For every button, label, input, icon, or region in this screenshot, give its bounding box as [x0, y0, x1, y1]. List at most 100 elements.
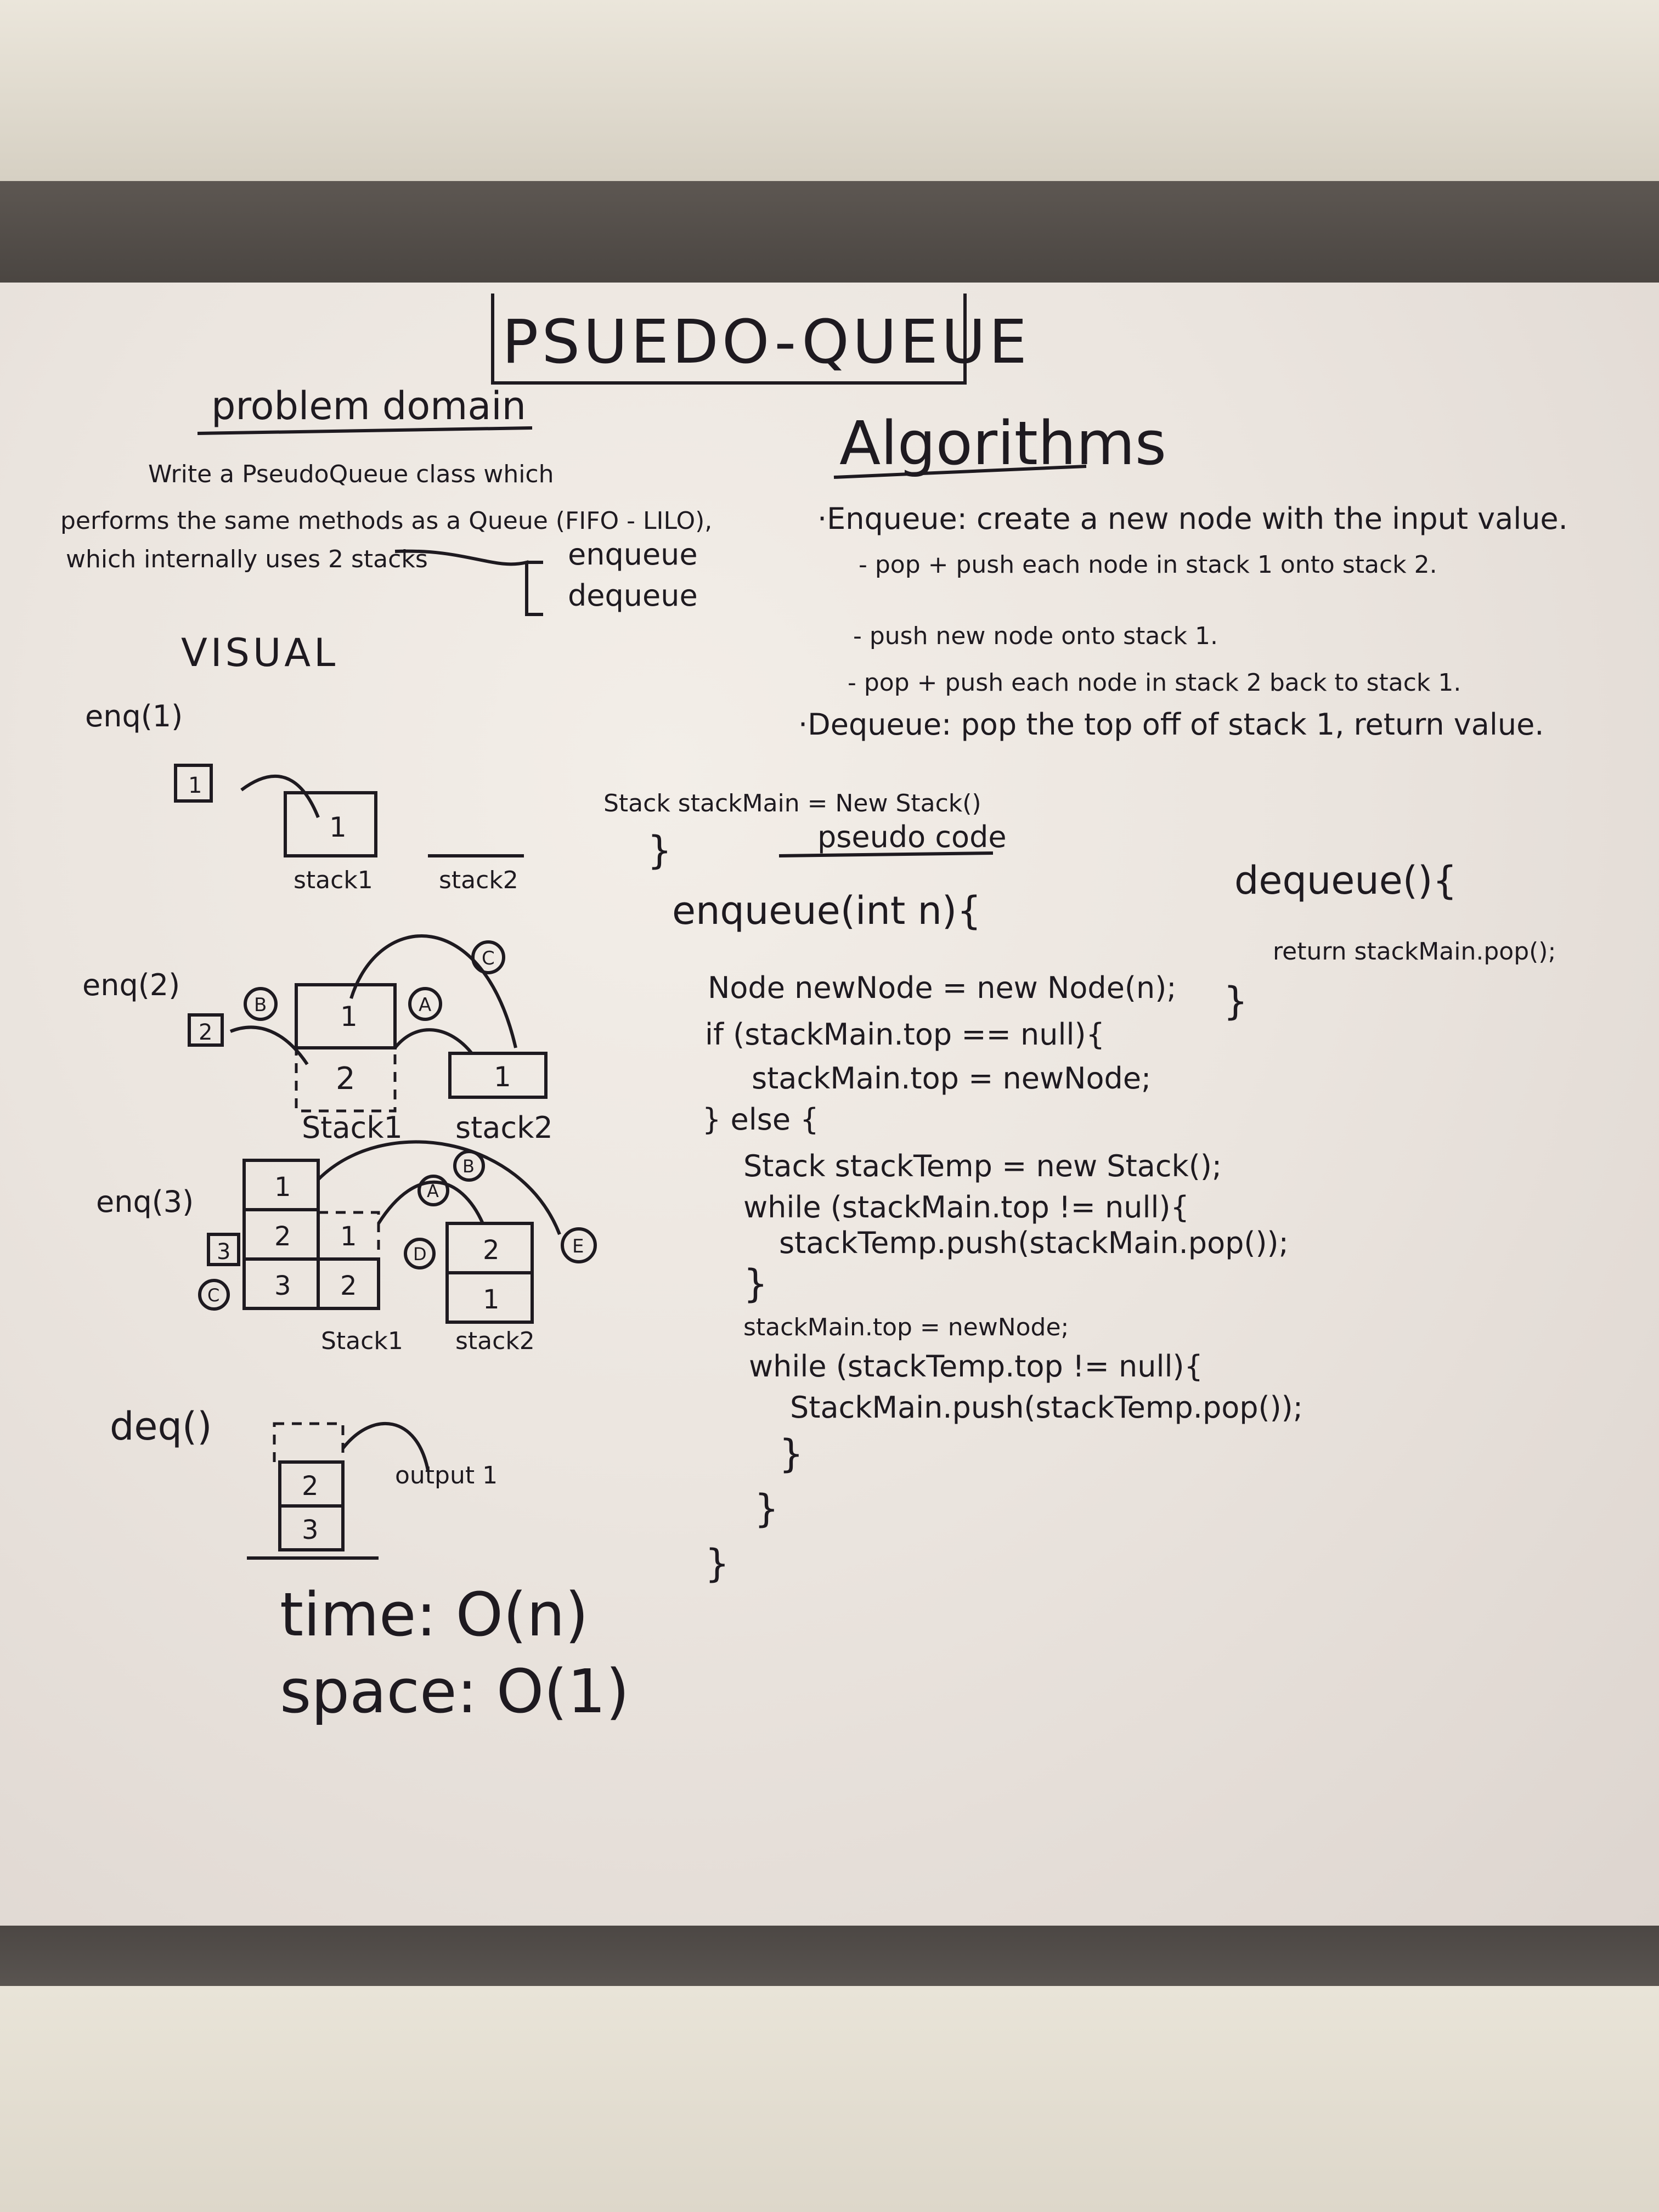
stack-box	[448, 1052, 548, 1099]
class-declaration: Stack stackMain = New Stack()	[603, 789, 981, 817]
stack2-label-b: stack2	[455, 1110, 553, 1145]
stack-box	[295, 983, 397, 1049]
stack-box	[445, 1271, 534, 1324]
whiteboard-frame-bottom	[0, 1926, 1659, 1994]
marker-letter: A	[427, 1181, 439, 1201]
step-marker	[404, 1238, 436, 1269]
arrow-curve	[393, 1028, 473, 1054]
space-complexity: space: O(1)	[280, 1656, 630, 1726]
code-line: stackMain.top = newNode;	[752, 1061, 1152, 1096]
arrow-curve	[317, 1140, 561, 1235]
code-line: stackMain.top = newNode;	[743, 1313, 1069, 1341]
step-marker	[198, 1279, 230, 1311]
node-value: 3	[274, 1271, 291, 1301]
time-complexity: time: O(n)	[280, 1579, 589, 1650]
code-line: enqueue(int n){	[672, 888, 981, 933]
marker-letter: C	[207, 1285, 219, 1306]
code-line: Stack stackTemp = new Stack();	[743, 1149, 1222, 1183]
dequeue-signature: dequeue(){	[1234, 858, 1457, 903]
code-line: }	[743, 1261, 768, 1306]
marker-letter: D	[413, 1244, 427, 1265]
code-line: Node newNode = new Node(n);	[708, 970, 1177, 1005]
title-box	[491, 294, 967, 385]
node-value: 2	[274, 1221, 291, 1252]
node-value: 1	[188, 773, 202, 798]
arrow-curve	[377, 1181, 484, 1224]
node-value: 2	[199, 1020, 212, 1045]
pseudo-code-heading: pseudo code	[817, 820, 1007, 854]
wall-top	[0, 0, 1659, 181]
arrow-curve	[229, 1025, 309, 1065]
stack2-label-c: stack2	[455, 1327, 535, 1355]
stack-box-dashed	[273, 1422, 345, 1464]
algo-dequeue: ·Dequeue: pop the top off of stack 1, re…	[798, 707, 1544, 742]
algorithms-underline	[833, 465, 1087, 479]
step-marker	[244, 987, 278, 1021]
node-box	[174, 764, 213, 803]
dequeue-close: }	[1223, 979, 1248, 1024]
branch-bracket	[394, 549, 543, 616]
node-value: 2	[302, 1471, 319, 1502]
node-value: 3	[217, 1239, 230, 1265]
marker-letter: E	[572, 1235, 584, 1257]
node-value: 1	[274, 1172, 291, 1203]
deq-label: deq()	[110, 1404, 212, 1449]
pseudo-code-underline	[778, 851, 994, 857]
stack-box	[278, 1504, 345, 1551]
enq1-label: enq(1)	[85, 699, 183, 733]
code-line: }	[705, 1541, 730, 1586]
code-line: stackTemp.push(stackMain.pop());	[779, 1226, 1289, 1260]
code-line: while (stackTemp.top != null){	[749, 1349, 1203, 1384]
code-line: } else {	[702, 1102, 819, 1137]
step-marker	[408, 987, 442, 1021]
node-value: 1	[340, 1001, 358, 1032]
marker-letter: B	[462, 1156, 475, 1177]
enq3-label: enq(3)	[96, 1184, 194, 1219]
whiteboard-frame-top	[0, 181, 1659, 285]
code-line: StackMain.push(stackTemp.pop());	[790, 1390, 1303, 1425]
branch-enqueue: enqueue	[568, 537, 698, 572]
node-value: 1	[329, 811, 347, 843]
dequeue-body: return stackMain.pop();	[1273, 938, 1556, 966]
problem-line-1: Write a PseudoQueue class which	[148, 460, 554, 488]
arrow-curve	[240, 774, 320, 819]
step-marker	[417, 1175, 449, 1206]
visual-heading: VISUAL	[181, 630, 339, 675]
node-value: 2	[483, 1235, 500, 1266]
stack-box-dashed	[295, 1046, 397, 1113]
stack1-label-a: stack1	[294, 866, 373, 894]
wall-bottom	[0, 1986, 1659, 2212]
marker-letter: B	[254, 994, 267, 1016]
stack2-label-a: stack2	[439, 866, 518, 894]
code-line: if (stackMain.top == null){	[705, 1017, 1105, 1052]
class-close-brace: }	[647, 828, 672, 873]
node-value: 1	[483, 1284, 500, 1315]
stack-box	[317, 1257, 380, 1310]
stack-box	[284, 791, 377, 857]
arrow-curve	[349, 934, 517, 1048]
node-value: 2	[340, 1271, 357, 1301]
output-label: output 1	[395, 1462, 498, 1489]
algo-step-2: - push new node onto stack 1.	[853, 622, 1218, 650]
step-marker	[453, 1150, 485, 1182]
enq2-label: enq(2)	[82, 968, 180, 1002]
marker-letter: A	[419, 994, 431, 1016]
algorithms-heading: Algorithms	[839, 408, 1167, 478]
problem-domain-underline	[197, 426, 533, 435]
node-box	[207, 1233, 240, 1266]
step-marker	[561, 1227, 597, 1263]
marker-letter: C	[482, 947, 495, 969]
stack1-label-c: Stack1	[321, 1327, 403, 1355]
node-value: 3	[302, 1515, 319, 1545]
stack1-label-b: Stack1	[302, 1110, 403, 1145]
arrow-curve	[341, 1421, 430, 1471]
code-line: }	[779, 1431, 804, 1476]
node-value: 1	[340, 1221, 357, 1252]
whiteboard	[0, 283, 1659, 1928]
step-marker	[471, 940, 505, 974]
node-value: 2	[336, 1061, 356, 1097]
problem-line-2: performs the same methods as a Queue (FI…	[60, 507, 713, 535]
algo-enqueue: ·Enqueue: create a new node with the inp…	[817, 501, 1568, 536]
code-line: while (stackMain.top != null){	[743, 1190, 1189, 1224]
